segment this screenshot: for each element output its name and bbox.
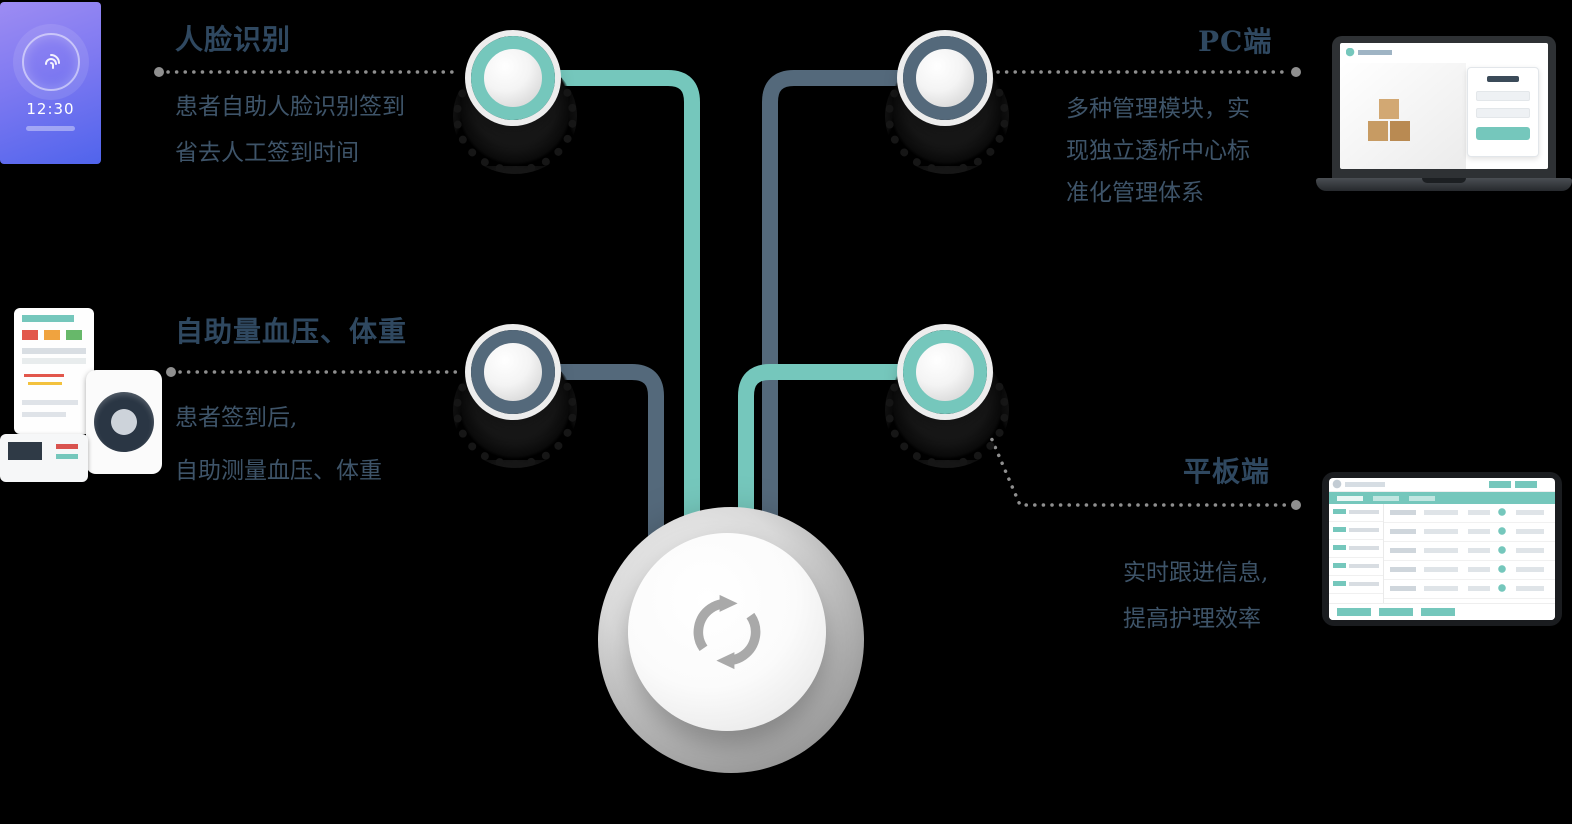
tablet-description-line: 实时跟进信息,: [1123, 560, 1269, 586]
tablet-table-row: [1384, 561, 1555, 580]
bp-title: 自助量血压、体重: [175, 315, 408, 348]
pc-description-line: 现独立透析中心标: [1066, 138, 1250, 164]
face-description-line: 患者自助人脸识别签到: [175, 94, 405, 120]
tablet-sidebar-row: [1329, 558, 1383, 576]
face-screen-caption-bar: [26, 126, 75, 131]
bp-cuff-unit: [86, 370, 162, 474]
face-terminal-image: 12:30: [0, 2, 101, 164]
tablet-sidebar-row: [1329, 576, 1383, 594]
tablet-title: 平板端: [1183, 455, 1271, 488]
laptop-screen: [1332, 36, 1556, 178]
login-button-bar: [1476, 127, 1530, 140]
laptop-notch: [1422, 178, 1466, 183]
tablet-table-row: [1384, 523, 1555, 542]
dotted-link-tablet: [973, 398, 1288, 507]
node-tablet: [903, 330, 987, 414]
wire-bp-to-hub: [513, 364, 664, 620]
tablet-sidebar-row: [1329, 504, 1383, 522]
pc-description-line: 准化管理体系: [1066, 180, 1204, 206]
central-hub: [598, 507, 864, 773]
tablet-footer-buttons: [1329, 603, 1555, 620]
dotted-endpoint: [154, 67, 164, 77]
tablet-body: [1329, 504, 1555, 603]
bp-station-image: [0, 306, 164, 482]
tablet-description: 实时跟进信息, 提高护理效率: [1123, 550, 1268, 642]
node-pc: [903, 36, 987, 120]
wire-pc-to-hub: [762, 70, 945, 600]
pc-description: 多种管理模块，实 现独立透析中心标 准化管理体系: [1066, 88, 1250, 214]
tablet-sidebar-row: [1329, 522, 1383, 540]
tablet-description-line: 提高护理效率: [1123, 606, 1261, 632]
face-description: 患者自助人脸识别签到 省去人工签到时间: [175, 84, 405, 176]
laptop-login-card: [1467, 67, 1539, 157]
face-screen-time: 12:30: [26, 100, 75, 118]
node-blood-pressure: [471, 330, 555, 414]
face-description-line: 省去人工签到时间: [175, 140, 359, 166]
tablet-table-row: [1384, 542, 1555, 561]
dotted-endpoint: [166, 367, 176, 377]
laptop-mockup-image: [1316, 36, 1572, 198]
tablet-header-bar: [1329, 478, 1555, 492]
node-face-recognition: [471, 36, 555, 120]
laptop-display: [1340, 43, 1548, 169]
login-field-bar: [1476, 91, 1530, 101]
bp-printer-unit: [0, 434, 88, 482]
tablet-sidebar-row: [1329, 540, 1383, 558]
laptop-app-logo: [1346, 48, 1406, 57]
face-scan-ring: [21, 33, 80, 91]
pc-description-line: 多种管理模块，实: [1066, 96, 1250, 122]
pc-title: PC端: [1198, 25, 1273, 58]
wire-face-to-hub: [513, 70, 700, 600]
tablet-table: [1384, 504, 1555, 603]
bp-display-panel: [14, 308, 94, 434]
face-title: 人脸识别: [175, 23, 292, 56]
sync-refresh-icon: [693, 594, 761, 670]
tablet-mockup-image: [1322, 472, 1562, 626]
fingerprint-icon: [44, 54, 60, 69]
dotted-endpoint: [1291, 500, 1301, 510]
dotted-endpoint: [1291, 67, 1301, 77]
bp-description-line: 患者签到后,: [175, 405, 298, 431]
central-hub-disc: [628, 533, 826, 731]
laptop-banner-photo: [1340, 63, 1466, 169]
tablet-tabs-bar: [1329, 492, 1555, 504]
bp-description-line: 自助测量血压、体重: [175, 458, 382, 484]
login-field-bar: [1476, 108, 1530, 118]
login-card-title-bar: [1486, 76, 1520, 82]
laptop-base: [1316, 178, 1572, 191]
bp-description: 患者签到后, 自助测量血压、体重: [175, 392, 382, 498]
tablet-table-row: [1384, 580, 1555, 599]
tablet-screen: [1329, 478, 1555, 620]
bp-cuff-ring: [94, 392, 154, 452]
tablet-table-row: [1384, 504, 1555, 523]
wire-tablet-to-hub: [738, 364, 945, 620]
tablet-sidebar: [1329, 504, 1384, 603]
